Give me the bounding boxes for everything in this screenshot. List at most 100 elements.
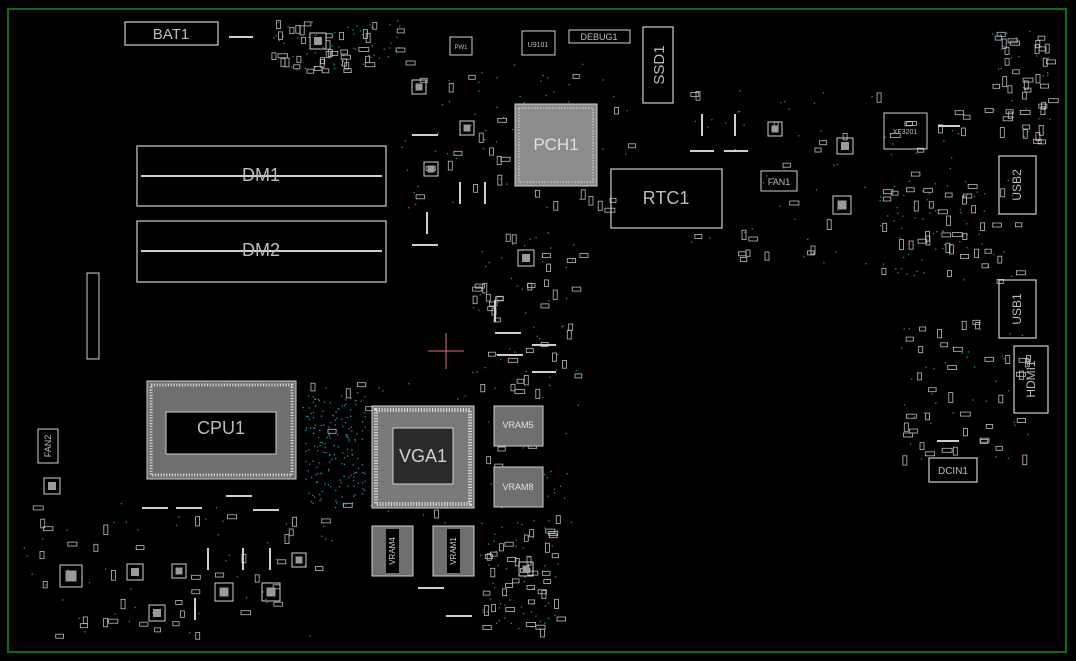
component-BAT1[interactable]: BAT1 (124, 21, 219, 46)
via-dot (573, 244, 575, 246)
passive-component (945, 242, 951, 254)
via-dot (346, 448, 349, 450)
component-HDMI1[interactable]: HDMI1 (1013, 345, 1049, 414)
component-FAN1[interactable]: FAN1 (760, 170, 798, 192)
passive-component (546, 263, 551, 272)
via-dot (337, 434, 339, 436)
passive-component (1019, 370, 1024, 380)
component-VRAM1[interactable]: VRAM1 (432, 525, 475, 577)
component-VRAM8[interactable]: VRAM8 (493, 466, 544, 508)
via-dot (494, 533, 496, 535)
via-dot (307, 416, 309, 418)
component-DCIN1[interactable]: DCIN1 (928, 457, 978, 483)
component-CPU1[interactable]: CPU1 (146, 380, 297, 480)
via-dot (406, 169, 408, 171)
component-label-VRAM5: VRAM5 (502, 420, 533, 430)
via-dot (737, 111, 739, 113)
via-dot (320, 415, 323, 417)
passive-component (365, 32, 371, 43)
via-dot (308, 492, 310, 494)
component-VGA1[interactable]: VGA1 (371, 405, 475, 509)
passive-component (923, 187, 933, 193)
passive-component (487, 351, 496, 357)
component-USB1[interactable]: USB1 (998, 279, 1037, 339)
via-dot (134, 606, 136, 609)
via-dot (1027, 434, 1029, 436)
passive-component (179, 610, 185, 618)
connector-odd[interactable] (86, 272, 100, 360)
passive-component (1037, 139, 1046, 145)
component-DM1[interactable]: DM1 (136, 145, 387, 207)
component-VRAM5[interactable]: VRAM5 (493, 405, 544, 447)
via-dot (559, 485, 562, 487)
via-dot (880, 196, 882, 198)
via-dot (313, 445, 316, 447)
passive-component (277, 53, 288, 59)
via-dot (330, 421, 332, 424)
via-dot (333, 453, 336, 456)
via-dot (273, 37, 275, 39)
passive-component (948, 392, 954, 403)
component-DM2[interactable]: DM2 (136, 220, 387, 283)
via-dot (346, 416, 348, 419)
component-RTC1[interactable]: RTC1 (610, 168, 723, 229)
via-dot (178, 516, 180, 518)
via-dot (509, 348, 511, 350)
via-dot (488, 262, 490, 264)
via-dot (331, 458, 333, 461)
via-dot (957, 133, 960, 135)
component-U9101[interactable]: U9101 (521, 30, 556, 56)
via-dot (336, 502, 338, 504)
via-dot (387, 510, 389, 512)
passive-component (498, 543, 504, 552)
via-dot (974, 366, 976, 368)
passive-component (523, 534, 529, 542)
via-dot (315, 474, 317, 476)
via-dot (562, 325, 564, 327)
via-dot (245, 597, 248, 599)
via-dot (694, 120, 697, 123)
component-XF3201[interactable]: XF3201 (883, 112, 928, 150)
via-dot (329, 437, 331, 439)
passive-component (984, 356, 994, 362)
passive-component (996, 278, 1004, 284)
passive-component (928, 201, 934, 209)
passive-component (321, 518, 331, 524)
via-dot (66, 529, 68, 531)
passive-component (540, 303, 550, 309)
via-dot (993, 109, 995, 111)
passive-component (1004, 46, 1010, 55)
ic-package (43, 477, 61, 495)
via-dot (1001, 355, 1004, 357)
via-dot (943, 244, 946, 246)
via-dot (228, 554, 230, 557)
ic-package (309, 32, 327, 50)
component-PCH1[interactable]: PCH1 (514, 103, 598, 187)
via-dot (532, 587, 534, 590)
passive-component (240, 610, 252, 616)
passive-component (992, 222, 1002, 228)
passive-component (103, 524, 109, 535)
passive-component (82, 616, 88, 624)
via-dot (484, 130, 487, 132)
ic-die (771, 125, 779, 133)
via-dot (512, 128, 514, 131)
component-SSD1[interactable]: SSD1 (642, 26, 674, 104)
component-USB2[interactable]: USB2 (998, 155, 1037, 215)
via-dot (984, 193, 986, 195)
component-label-USB2: USB2 (1010, 169, 1024, 201)
via-dot (128, 620, 131, 622)
via-dot (903, 194, 905, 197)
passive-component (814, 147, 822, 153)
via-dot (314, 52, 317, 54)
component-FAN2[interactable]: FAN2 (37, 428, 59, 464)
via-dot (481, 72, 483, 74)
via-dot (351, 430, 353, 432)
via-dot (215, 507, 218, 509)
via-dot (935, 248, 937, 250)
component-DEBUG1[interactable]: DEBUG1 (568, 29, 631, 44)
component-VRAM4[interactable]: VRAM4 (371, 525, 414, 577)
component-PW1[interactable]: PW1 (449, 36, 473, 56)
via-dot (813, 102, 816, 104)
